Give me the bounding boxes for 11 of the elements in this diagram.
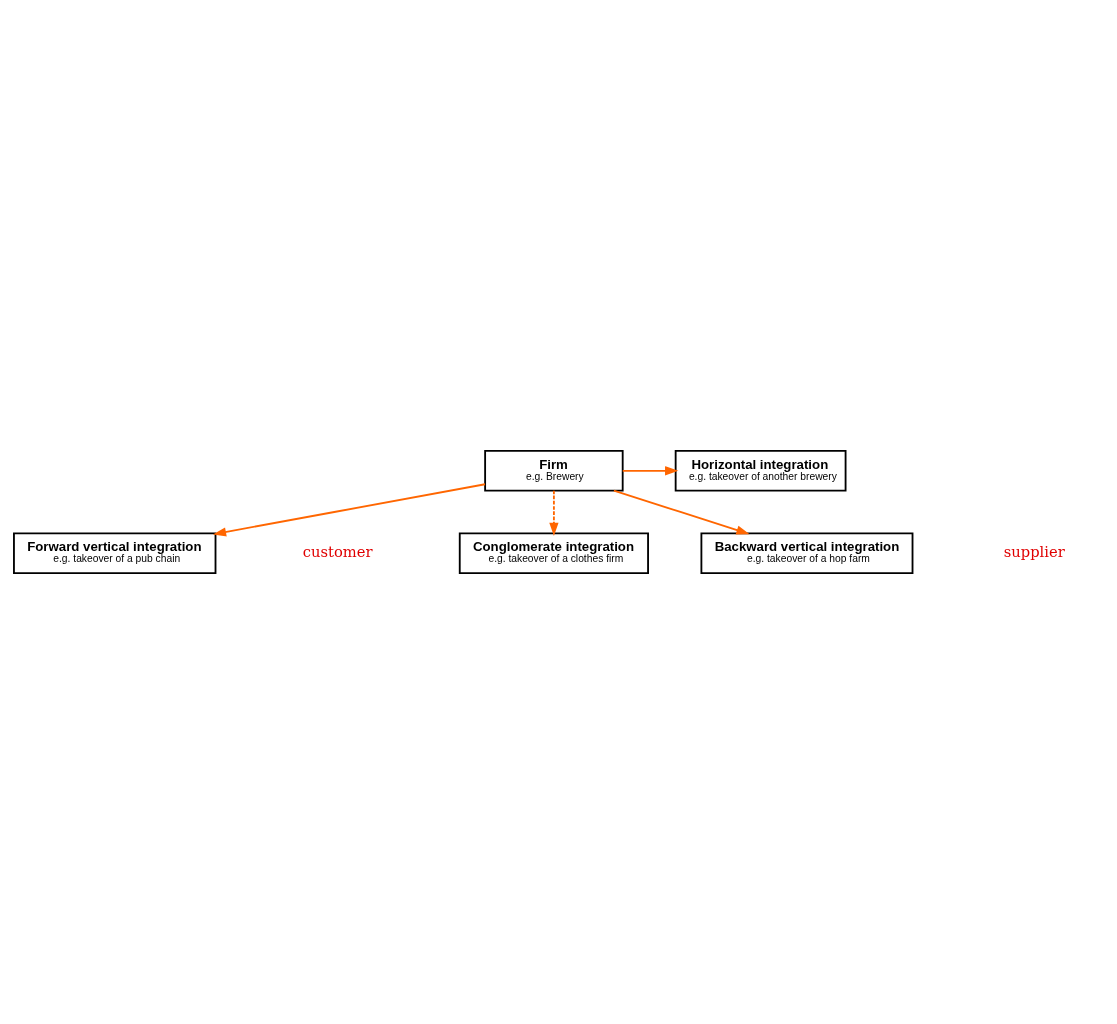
arrow [549, 489, 559, 536]
node-box: Conglomerate integration e.g. takeover of a clothes firm [458, 532, 649, 574]
node-box: Forward vertical integration e.g. takeover of a pub chain [13, 532, 217, 574]
arrow [621, 466, 679, 476]
node-box: Backward vertical integration e.g. takeover of a hop farm [700, 532, 914, 574]
node-box: Firm e.g. Brewery [484, 450, 624, 492]
label: supplier [1003, 542, 1065, 560]
arrow [212, 483, 486, 537]
node-box: Horizontal integration e.g. takeover of another brewery [674, 450, 847, 492]
label: customer [302, 542, 373, 560]
arrow [612, 489, 750, 535]
